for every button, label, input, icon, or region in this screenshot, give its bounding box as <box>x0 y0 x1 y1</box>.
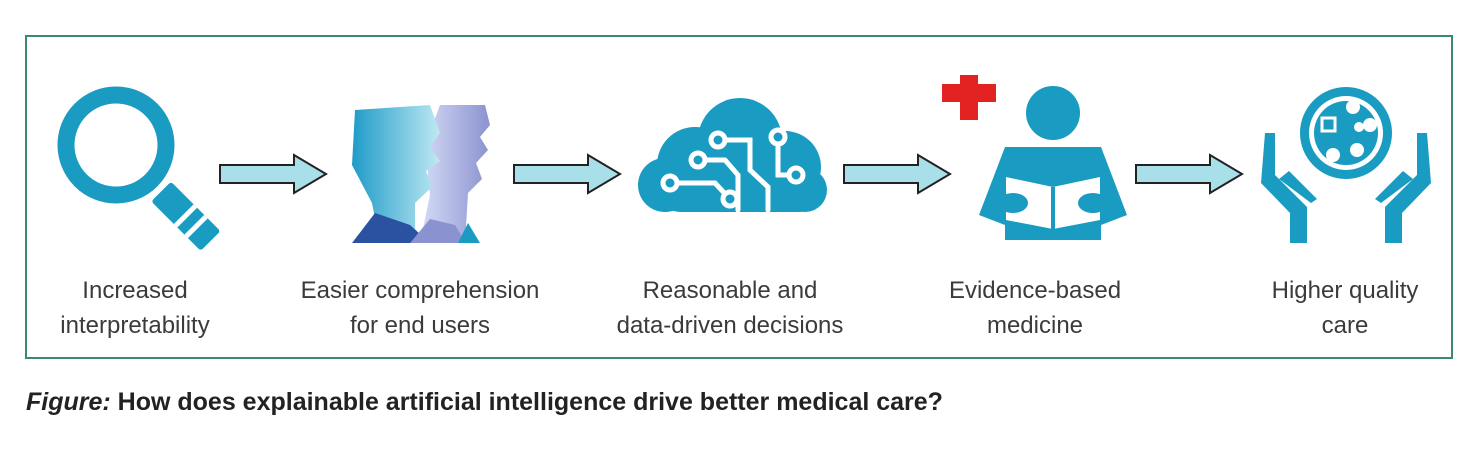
flow-arrow <box>512 152 624 201</box>
step-label-line1: Reasonable and <box>642 277 818 304</box>
step-label-line1: Evidence-based <box>948 277 1122 304</box>
caption-prefix: Figure: <box>26 388 111 416</box>
step-label-line2: data-driven decisions <box>616 312 844 339</box>
step-label-line2: medicine <box>986 312 1084 339</box>
step-label-line1: Easier comprehension <box>300 277 540 304</box>
step-data-driven-decisions: Reasonable and data-driven decisions <box>600 75 860 355</box>
flow-arrow <box>1134 152 1246 201</box>
figure-caption: Figure: How does explainable artificial … <box>26 388 943 417</box>
step-label: Evidence-based medicine <box>905 273 1165 343</box>
step-label-line1: Increased <box>82 277 188 304</box>
caption-text: How does explainable artificial intellig… <box>110 388 943 416</box>
step-label-line1: Higher quality <box>1271 277 1419 304</box>
red-cross-icon <box>942 75 996 120</box>
step-easier-comprehension: Easier comprehension for end users <box>290 75 550 355</box>
step-label: Increased interpretability <box>5 273 265 343</box>
step-label: Easier comprehension for end users <box>290 273 550 343</box>
hands-care-icon <box>1215 75 1475 265</box>
diagram-frame <box>25 35 1453 359</box>
flow-arrow <box>842 152 954 201</box>
step-increased-interpretability: Increased interpretability <box>5 75 265 355</box>
step-label-line2: interpretability <box>60 312 210 339</box>
human-heads-icon <box>290 75 550 265</box>
magnifier-icon <box>5 75 265 265</box>
step-label-line2: for end users <box>349 312 491 339</box>
circuit-cloud-icon <box>600 75 860 265</box>
step-label: Higher quality care <box>1215 273 1475 343</box>
step-evidence-based-medicine: Evidence-based medicine <box>905 75 1165 355</box>
step-label: Reasonable and data-driven decisions <box>600 273 860 343</box>
flow-arrow <box>218 152 330 201</box>
doctor-reading-icon <box>905 75 1165 265</box>
step-label-line2: care <box>1321 312 1369 339</box>
step-higher-quality-care: Higher quality care <box>1215 75 1475 355</box>
